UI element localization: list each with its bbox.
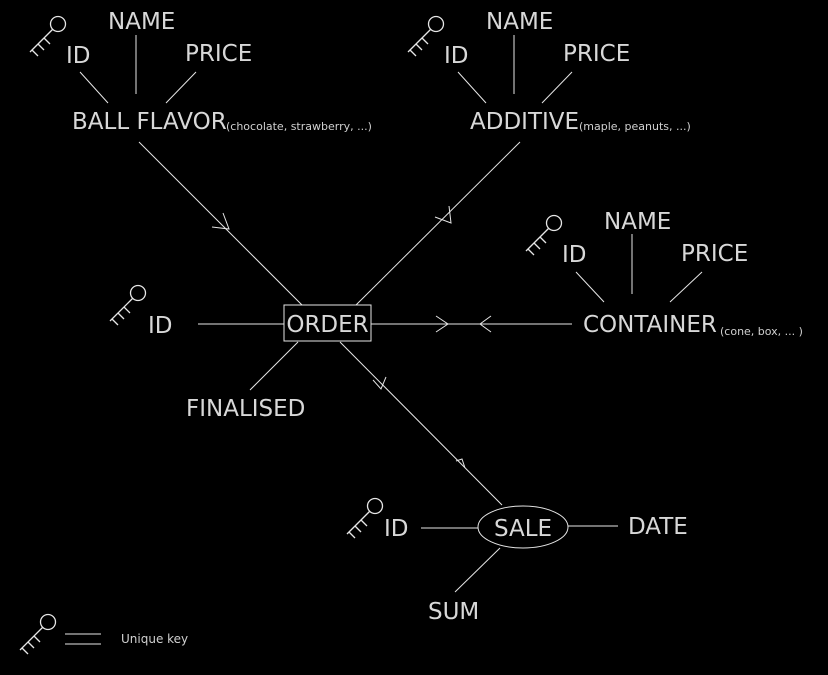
order-box (283, 304, 372, 342)
ball-flavor-price-label: PRICE (185, 41, 252, 67)
order-label: ORDER (286, 312, 368, 338)
order-id-label: ID (148, 313, 173, 339)
container-note: (cone, box, ... ) (720, 325, 803, 338)
additive-id-label: ID (444, 43, 469, 69)
sale-sum-label: SUM (428, 599, 479, 625)
container-label: CONTAINER (583, 312, 717, 338)
attribute-labels: ID NAME PRICE ID NAME PRICE ID NAME PRIC… (66, 9, 748, 625)
entity-order: ORDER (283, 304, 372, 342)
legend-unique-key-label: Unique key (121, 632, 188, 646)
sale-ellipse (477, 505, 569, 549)
entity-sale: SALE (477, 505, 569, 549)
arrow-sale-order (455, 458, 466, 469)
legend: Unique key (19, 613, 188, 655)
additive-label: ADDITIVE (470, 109, 579, 135)
ball-flavor-name-label: NAME (108, 9, 175, 35)
key-icon (19, 613, 57, 655)
additive-name-label: NAME (486, 9, 553, 35)
relation-order-sale (339, 341, 503, 506)
key-icon (29, 15, 67, 57)
entity-additive: ADDITIVE (maple, peanuts, ...) (470, 109, 691, 135)
entity-ball-flavor: BALL FLAVOR (chocolate, strawberry, ...) (72, 109, 372, 135)
key-icon (346, 497, 384, 539)
arrow-additive-order (434, 205, 452, 224)
ball-flavor-label: BALL FLAVOR (72, 109, 227, 135)
entity-container: CONTAINER (cone, box, ... ) (583, 312, 803, 338)
sale-date-label: DATE (628, 514, 688, 540)
sale-label: SALE (494, 516, 552, 542)
ball-flavor-id-label: ID (66, 43, 91, 69)
key-icon (109, 284, 147, 326)
arrow-container-order (479, 315, 492, 333)
relation-additive-order (355, 141, 521, 306)
additive-note: (maple, peanuts, ...) (579, 120, 691, 133)
container-id-label: ID (562, 242, 587, 268)
relation-ballflavor-order (138, 141, 303, 306)
additive-price-label: PRICE (563, 41, 630, 67)
key-icon (407, 15, 445, 57)
arrow-order-container (435, 315, 449, 333)
sale-id-label: ID (384, 516, 409, 542)
container-price-label: PRICE (681, 241, 748, 267)
container-name-label: NAME (604, 209, 671, 235)
attribute-connectors (79, 35, 703, 593)
arrow-order-sale (372, 376, 387, 390)
order-finalised-label: FINALISED (186, 396, 305, 422)
relationship-connectors (138, 141, 572, 506)
ball-flavor-note: (chocolate, strawberry, ...) (226, 120, 372, 133)
arrow-ballflavor-order (211, 212, 230, 230)
key-icon (525, 214, 563, 256)
